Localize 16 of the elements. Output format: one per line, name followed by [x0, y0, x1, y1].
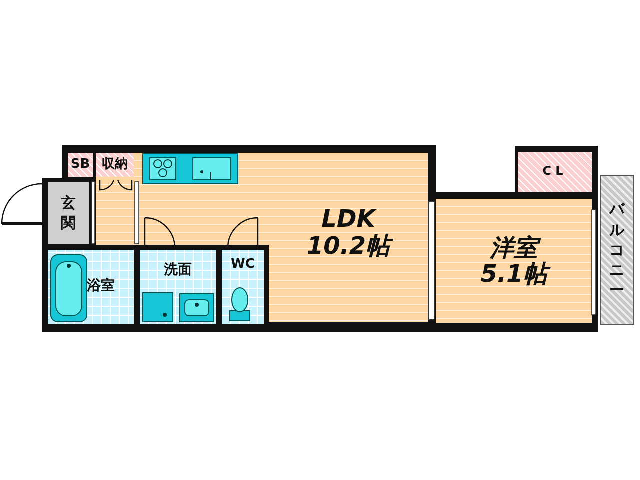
room-label: 玄関	[60, 192, 76, 234]
room-label: 浴室	[87, 279, 115, 295]
room-label: SB	[70, 158, 90, 172]
room-area	[436, 199, 592, 323]
room-area	[600, 175, 634, 325]
room-area	[48, 182, 89, 244]
room-label: 収納	[102, 158, 128, 172]
room-label: 洗面	[164, 263, 192, 279]
room-area	[518, 152, 592, 192]
room-label: WC	[231, 258, 255, 272]
room-label: バルコニー	[609, 199, 625, 301]
room-area	[269, 153, 428, 322]
room-area	[68, 153, 93, 177]
room-label: LDK	[322, 206, 376, 232]
room-area	[96, 153, 134, 177]
room-label: CL	[542, 165, 568, 179]
